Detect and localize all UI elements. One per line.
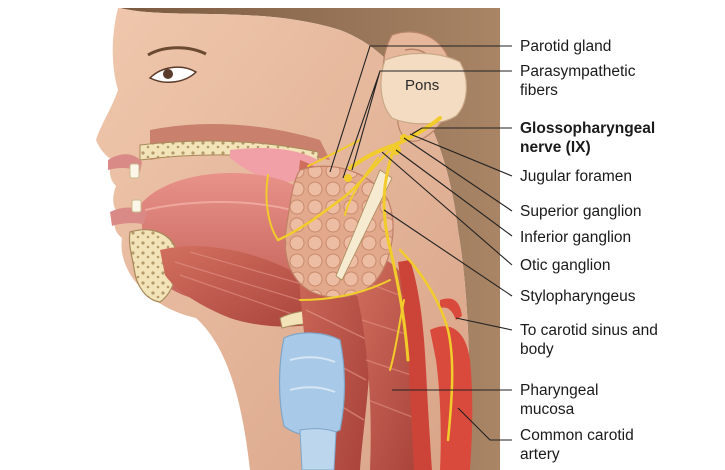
label-parasympathetic-fibers: Parasympathetic fibers <box>520 63 636 99</box>
external-carotid-artery <box>440 298 462 320</box>
label-pharyngeal-mucosa: Pharyngeal mucosa <box>520 382 599 418</box>
leader-stylopharyngeus <box>383 209 513 297</box>
leader-common-carotid <box>457 407 512 441</box>
label-parotid-gland: Parotid gland <box>520 38 612 55</box>
otic-ganglion <box>344 174 352 182</box>
eyebrow <box>147 46 207 57</box>
leader-lines <box>329 45 513 441</box>
leader-parotid-gland <box>329 45 512 173</box>
eye <box>148 66 198 84</box>
leader-parasympathetic <box>342 70 512 179</box>
label-carotid-sinus-body: To carotid sinus and body <box>520 322 658 358</box>
suprahyoid-muscles <box>160 246 331 327</box>
label-common-carotid-artery: Common carotid artery <box>520 427 634 463</box>
label-glossopharyngeal-nerve: Glossopharyngeal nerve (IX) <box>520 120 656 156</box>
leader-superior-ganglion <box>403 137 513 212</box>
label-inferior-ganglion: Inferior ganglion <box>520 229 632 246</box>
mandible <box>128 229 178 303</box>
trachea <box>299 428 337 470</box>
leader-otic-ganglion <box>381 151 513 266</box>
leader-inferior-ganglion <box>395 149 513 237</box>
label-stylopharyngeus: Stylopharyngeus <box>520 288 636 305</box>
pons-label: Pons <box>405 77 440 94</box>
label-jugular-foramen: Jugular foramen <box>520 168 633 185</box>
internal-carotid-artery <box>398 260 432 470</box>
leader-glossopharyngeal <box>411 127 512 135</box>
label-superior-ganglion: Superior ganglion <box>520 203 642 220</box>
leader-jugular-foramen <box>409 133 513 177</box>
laryngeal-cartilage <box>278 332 346 437</box>
label-otic-ganglion: Otic ganglion <box>520 257 611 274</box>
lower-tooth <box>131 199 142 213</box>
upper-tooth <box>129 163 140 179</box>
soft-palate <box>230 148 318 183</box>
leader-carotid-sinus <box>455 317 513 331</box>
hair <box>120 8 500 470</box>
